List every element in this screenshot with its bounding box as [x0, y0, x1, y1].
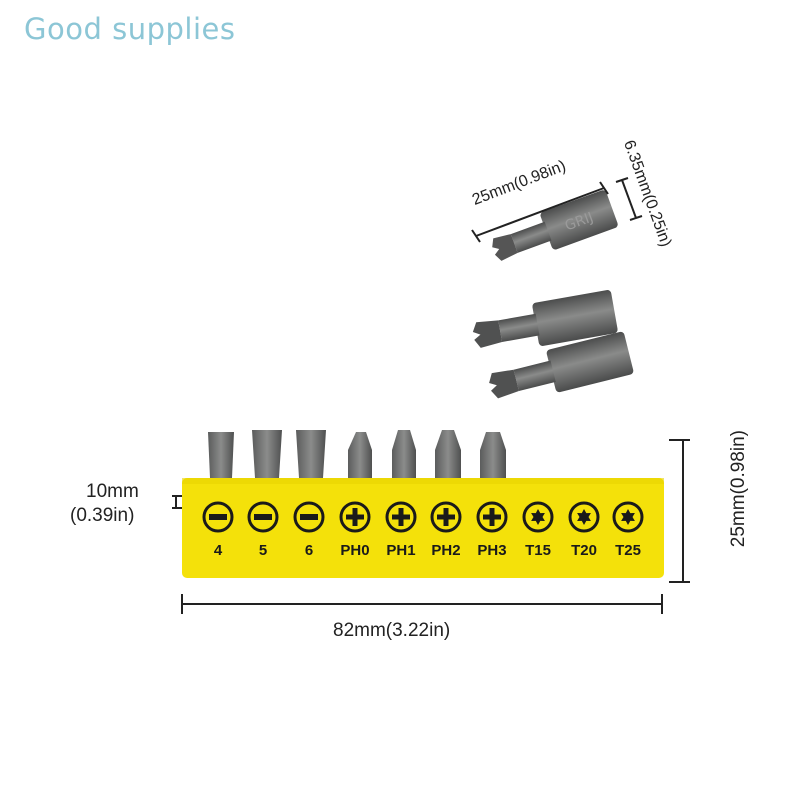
- torx-bit-3: [489, 331, 634, 399]
- slot-label: 6: [305, 542, 313, 559]
- slot-label: PH3: [477, 542, 506, 559]
- phillips-icon: [476, 501, 508, 533]
- slot-label: PH2: [431, 542, 460, 559]
- slotted-icon: [293, 501, 325, 533]
- slotted-icon: [247, 501, 279, 533]
- phillips-icon: [339, 501, 371, 533]
- loose-bits: GRIJ: [472, 190, 634, 399]
- holder-gap-dimension-line: [172, 495, 182, 509]
- shank-width-dimension-line: [615, 177, 643, 221]
- slot-label: T20: [571, 542, 597, 559]
- slot-label: 4: [214, 542, 223, 559]
- torx-icon: [522, 501, 554, 533]
- holder-bits: [208, 430, 506, 478]
- holder-height-dimension-line: [669, 439, 690, 583]
- slot-label: T15: [525, 542, 551, 559]
- slot-label: PH1: [386, 542, 415, 559]
- phillips-icon: [430, 501, 462, 533]
- holder-height-label: 25mm(0.98in): [728, 430, 749, 548]
- slot-label: T25: [615, 542, 641, 559]
- holder-width-label: 82mm(3.22in): [333, 620, 451, 641]
- holder-slots: 4 5 6 PH0 PH1 PH2 PH3 T15 T20 T25: [202, 501, 644, 559]
- torx-bit-1: GRIJ: [492, 190, 618, 261]
- watermark-text: Good supplies: [24, 12, 236, 46]
- holder-gap-label-bottom: (0.39in): [70, 505, 135, 526]
- torx-icon: [612, 501, 644, 533]
- holder-width-dimension-line: [181, 594, 663, 614]
- phillips-icon: [385, 501, 417, 533]
- slotted-icon: [202, 501, 234, 533]
- holder-gap-label-top: 10mm: [86, 481, 139, 502]
- slot-label: 5: [259, 542, 267, 559]
- bit-length-dimension-line: [471, 181, 609, 243]
- slot-label: PH0: [340, 542, 369, 559]
- torx-icon: [568, 501, 600, 533]
- torx-bit-2: [472, 290, 618, 348]
